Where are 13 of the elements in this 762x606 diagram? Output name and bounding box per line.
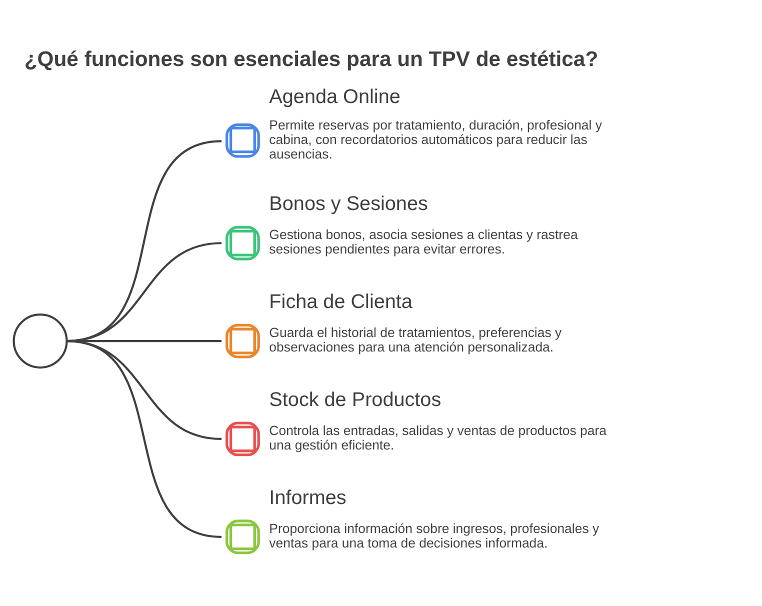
node-label: Agenda Online (269, 86, 400, 108)
node-label: Informes (269, 486, 346, 509)
node-label: Controla las entradas, salidas y ventas de productos para una gestión eficiente. (269, 422, 606, 453)
node-label: Permite reservas por tratamiento, duración, profesional y cabina, con recordatorios automáticos para reducir las ausencias. (269, 117, 602, 162)
node-label: Gestiona bonos, asocia sesiones a clientas y rastrea sesiones pendientes para evitar errores. (269, 227, 578, 257)
node-label: Stock de Productos (269, 388, 442, 411)
node-label: Guarda el historial de tratamientos, preferencias y observaciones para una atención personalizada. (269, 325, 562, 355)
node-label: Bonos y Sesiones (269, 193, 428, 216)
node-label: Ficha de Clienta (269, 290, 412, 313)
node-circle (12, 314, 68, 369)
connector (66, 340, 222, 538)
diagram-title: ¿Qué funciones son esenciales para un TPV de estética? (24, 48, 598, 72)
node-label: Proporciona información sobre ingresos, profesionales y ventas para una toma de decisiones informada. (269, 520, 600, 550)
